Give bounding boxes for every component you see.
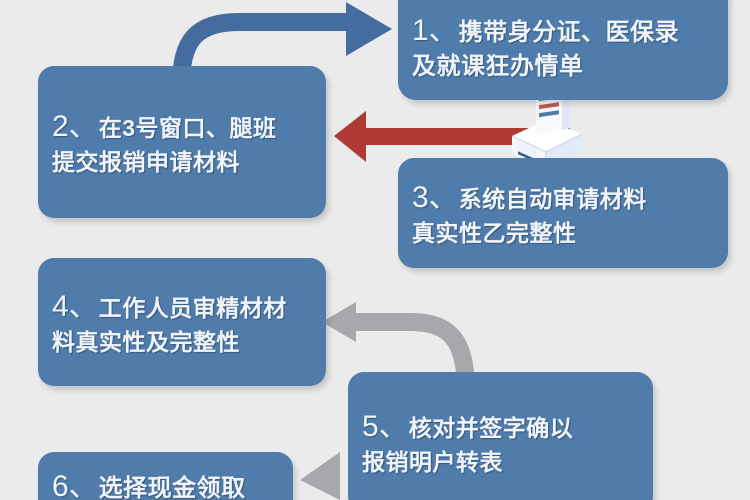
flow-step-1-body: 携带身分证、医保录 及就课狂办情单 — [412, 19, 680, 80]
flow-step-5-text: 5、核对并签字确以 报销明户转表 — [362, 407, 573, 477]
flow-step-1[interactable]: 1、携带身分证、医保录 及就课狂办情单 — [398, 0, 728, 100]
flow-step-3-number: 3、 — [412, 181, 459, 215]
flow-step-6-body: 选择现金领取 — [98, 475, 246, 500]
flow-step-3-text: 3、系统自动审请材料 真实性乙完整性 — [412, 178, 647, 248]
flow-step-4[interactable]: 4、工作人员审精材材 料真实性及完整性 — [38, 258, 326, 386]
flow-step-3[interactable]: 3、系统自动审请材料 真实性乙完整性 — [398, 158, 728, 268]
flow-step-3-body: 系统自动审请材料 真实性乙完整性 — [412, 186, 647, 246]
flow-step-4-body: 工作人员审精材材 料真实性及完整性 — [52, 295, 287, 355]
flow-step-6-number: 6、 — [52, 470, 99, 500]
arrow-box5-to-box6 — [300, 452, 340, 500]
flow-step-5[interactable]: 5、核对并签字确以 报销明户转表 — [348, 372, 653, 500]
flow-step-2-body: 在3号窗口、腿班 提交报销申请材料 — [52, 115, 277, 175]
flow-step-6[interactable]: 6、选择现金领取 — [38, 452, 293, 500]
flow-step-4-number: 4、 — [52, 290, 99, 324]
flow-step-2-text: 2、在3号窗口、腿班 提交报销申请材料 — [52, 107, 276, 177]
flow-step-4-text: 4、工作人员审精材材 料真实性及完整性 — [52, 287, 287, 357]
flow-step-1-number: 1、 — [412, 14, 459, 48]
flow-step-5-body: 核对并签字确以 报销明户转表 — [362, 415, 574, 475]
flow-step-2[interactable]: 2、在3号窗口、腿班 提交报销申请材料 — [38, 66, 326, 218]
flow-step-1-text: 1、携带身分证、医保录 及就课狂办情单 — [412, 11, 679, 82]
flow-step-6-text: 6、选择现金领取 — [52, 467, 246, 500]
flow-step-2-number: 2、 — [52, 110, 99, 144]
flow-step-5-number: 5、 — [362, 410, 409, 444]
